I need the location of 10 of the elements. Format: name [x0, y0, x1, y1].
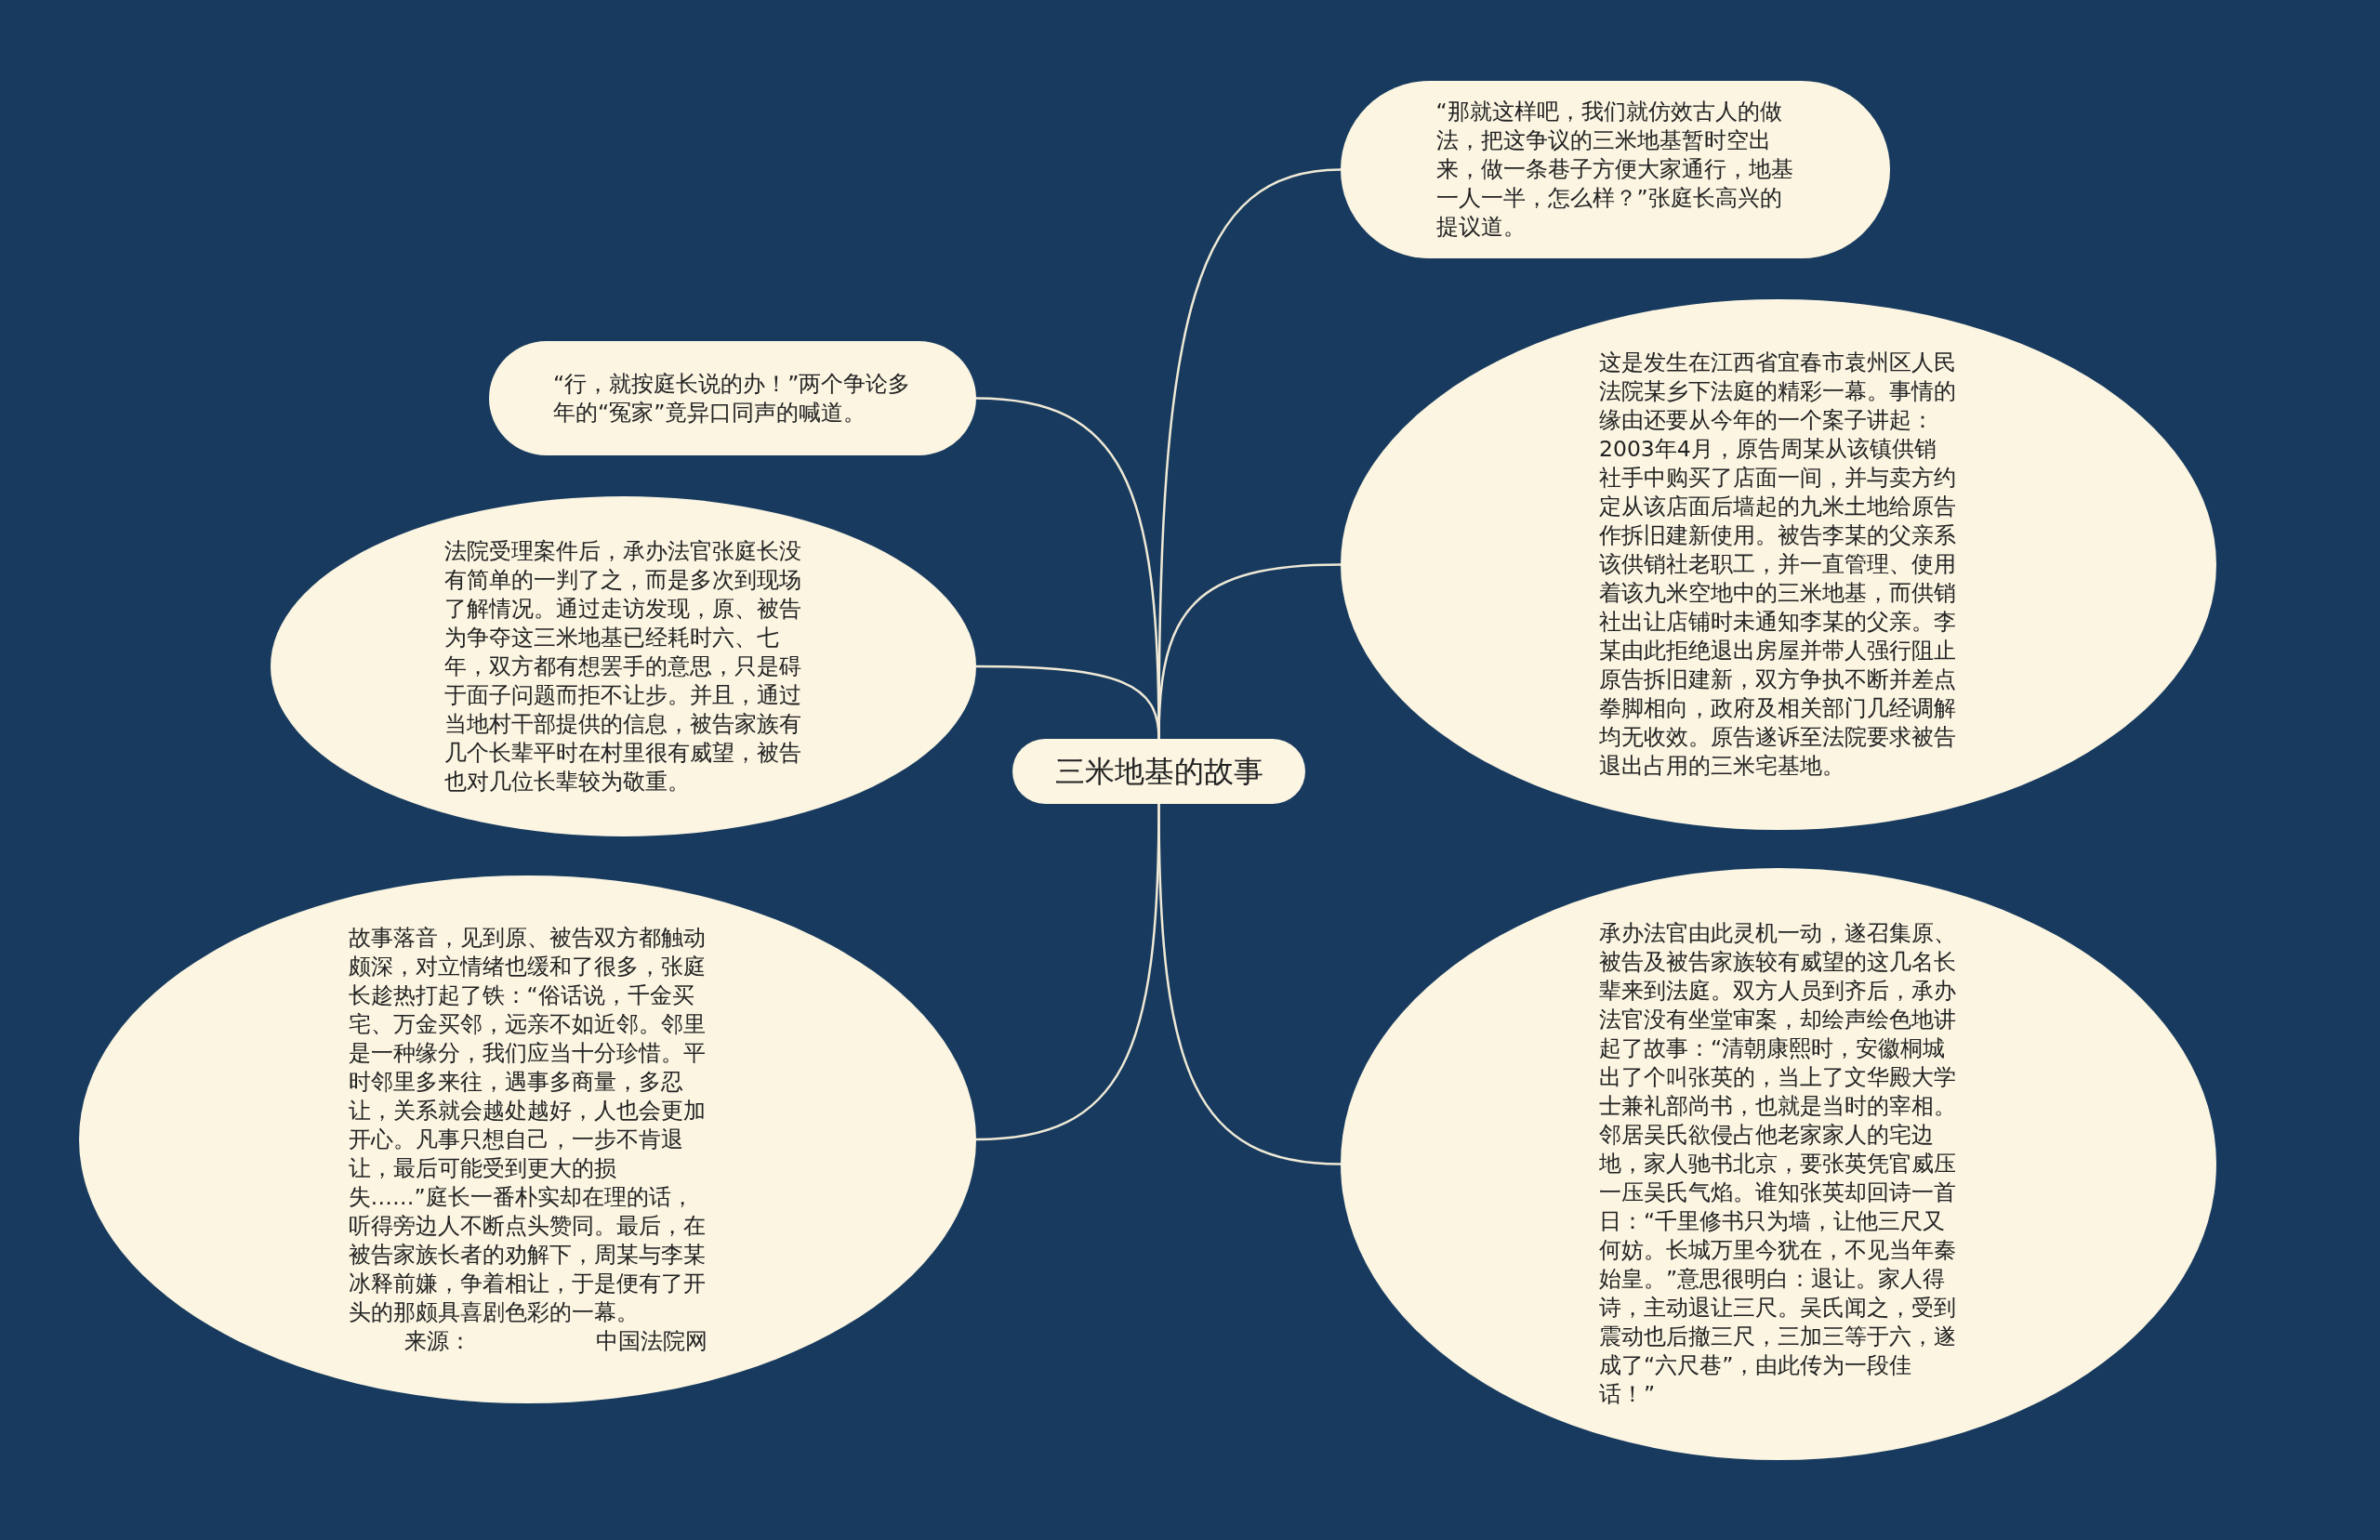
bubble-text: 承办法官由此灵机一动，遂召集原、被告及被告家族较有威望的这几名长辈来到法庭。双方人员到齐后，承办法官没有坐堂审案，却绘声绘色地讲起了故事：“清朝康熙时，安徽桐城出了个叫张英的，当上了文华殿大学士兼礼部尚书，也就是当时的宰相。邻居吴氏欲侵占他老家家人的宅边地，家人驰书北京，要张英凭官威压一压吴氏气焰。谁知张英却回诗一首日：“千里修书只为墙，让他三尺又何妨。长城万里今犹在，不见当年秦始皇。”意思很明白：退让。家人得诗，主动退让三尺。吴氏闻之，受到震动也后撤三尺，三加三等于六，遂成了“六尺巷”，由此传为一段佳话！” [1599, 919, 1957, 1409]
connector-line [975, 804, 1160, 1141]
bubble-text: 法院受理案件后，承办法官张庭长没有简单的一判了之，而是多次到现场了解情况。通过走访发现，原、被告为争夺这三米地基已经耗时六、七年，双方都有想罢手的意思，只是碍于面子问题而拒不让步。并且，通过当地村干部提供的信息，被告家族有几个长辈平时在村里很有威望，被告也对几位长辈较为敬重。 [443, 536, 802, 796]
bubble-text: “行，就按庭长说的办！”两个争论多年的“冤家”竟异口同声的喊道。 [553, 369, 912, 428]
bubble-text: 这是发生在江西省宜春市袁州区人民法院某乡下法庭的精彩一幕。事情的缘由还要从今年的一个案子讲起：2003年4月，原告周某从该镇供销社手中购买了店面一间，并与卖方约定从该店面后墙起的九米土地给原告作拆旧建新使用。被告李某的父亲系该供销社老职工，并一直管理、使用着该九米空地中的三米地基，而供销社出让店铺时未通知李某的父亲。李某由此拒绝退出房屋并带人强行阻止原告拆旧建新，双方争执不断并差点拳脚相向，政府及相关部门几经调解均无收效。原告遂诉至法院要求被告退出占用的三米宅基地。 [1599, 349, 1957, 781]
source-text: 来源： [403, 1326, 471, 1356]
bubble-text: “那就这样吧，我们就仿效古人的做法，把这争议的三米地基暂时空出来，做一条巷子方便大家通行，地基一人一半，怎么样？”张庭长高兴的提议道。 [1435, 98, 1794, 242]
bubble-text: 故事落音，见到原、被告双方都触动颇深，对立情绪也缓和了很多，张庭长趁热打起了铁：“俗话说，千金买宅、万金买邻，远亲不如近邻。邻里是一种缘分，我们应当十分珍惜。平时邻里多来往，遇事多商量，多忍让，关系就会越处越好，人也会更加开心。凡事只想自己，一步不肯退让，最后可能受到更大的损失……”庭长一番朴实却在理的话，听得旁边人不断点头赞同。最后，在被告家族长者的劝解下，周某与李某冰释前嫌，争着相让，于是便有了开头的那颇具喜剧色彩的一幕。 [348, 923, 707, 1327]
topic-text: 三米地基的故事 [1054, 757, 1263, 786]
source-text: 中国法院网 [595, 1326, 707, 1356]
